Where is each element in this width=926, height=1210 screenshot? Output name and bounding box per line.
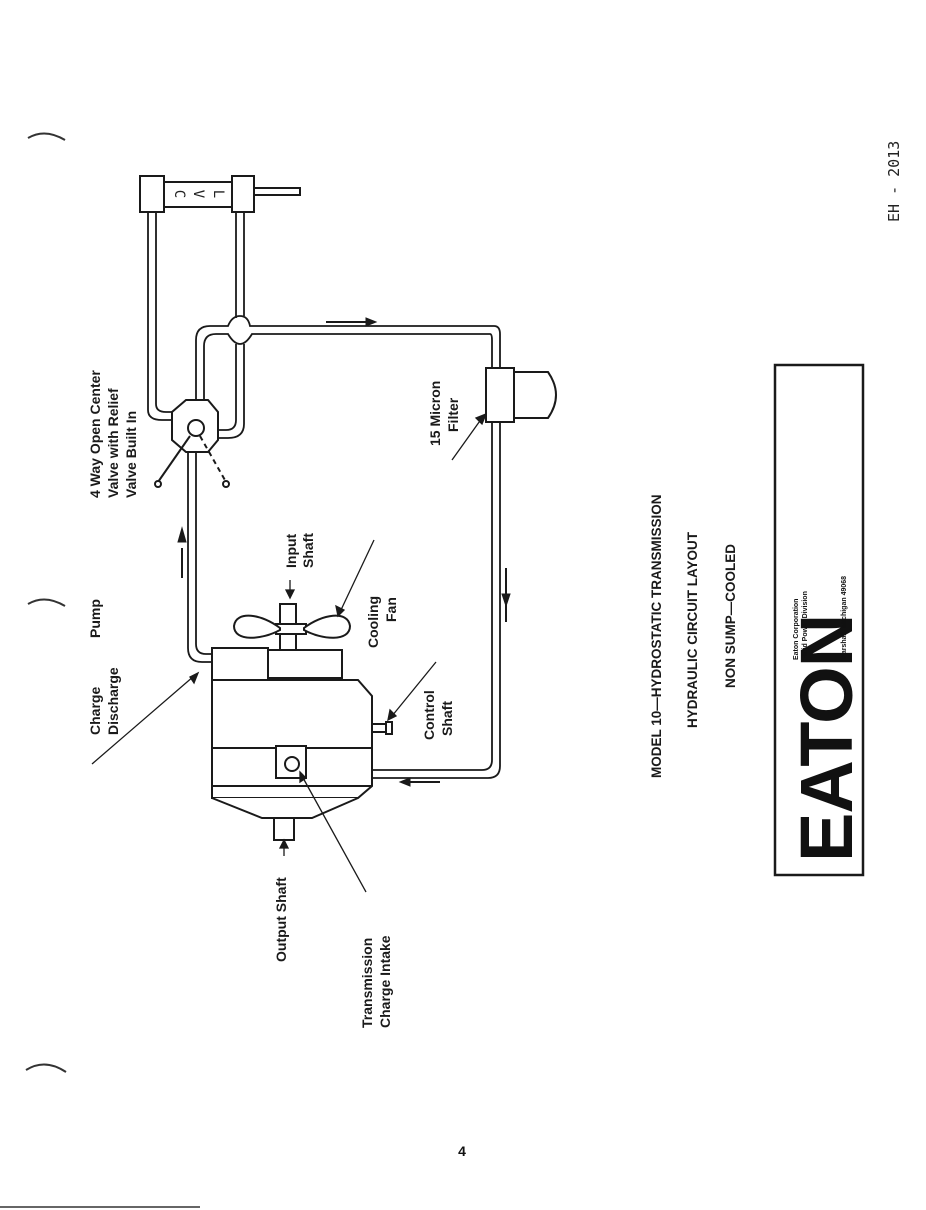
eaton-logo-block: EATON Eaton Corporation Fluid Power Divi… [773, 363, 868, 877]
label-control-shaft-2: Shaft [439, 701, 455, 736]
logo-address: Marshall, Michigan 49068 [841, 576, 848, 660]
title-line-3: NON SUMP—COOLED [723, 544, 738, 688]
four-way-valve [154, 399, 230, 488]
cylinder-letters: C V L [171, 190, 226, 199]
page-number: 4 [458, 1143, 466, 1159]
input-shaft-fan [232, 603, 352, 651]
component-labels: Charge Discharge Pump 4 Way Open Center … [87, 370, 461, 1028]
title-block: MODEL 10—HYDROSTATIC TRANSMISSION HYDRAU… [649, 494, 738, 778]
title-line-1: MODEL 10—HYDROSTATIC TRANSMISSION [649, 494, 664, 778]
label-control-shaft-1: Control [421, 690, 437, 740]
transmission-body [211, 647, 393, 841]
label-valve-2: Valve with Relief [105, 388, 121, 498]
label-input-shaft-1: Input [283, 533, 299, 568]
label-output-shaft: Output Shaft [273, 877, 289, 962]
label-filter-1: 15 Micron [427, 381, 443, 446]
cylinder-letter-l: L [210, 190, 226, 198]
label-cooling-fan-1: Cooling [365, 596, 381, 648]
label-charge-discharge-1: Charge [87, 687, 103, 735]
label-filter-2: Filter [445, 397, 461, 432]
cylinder-letter-v: V [190, 190, 206, 199]
label-pump: Pump [87, 599, 103, 638]
label-cooling-fan-2: Fan [383, 597, 399, 622]
micron-filter [485, 367, 557, 423]
leader-lines [91, 412, 488, 893]
label-transmission-intake-1: Transmission [359, 938, 375, 1028]
eaton-logo-wordmark: EATON [785, 615, 868, 862]
hydraulic-cylinder [139, 175, 301, 213]
cylinder-letter-c: C [171, 190, 187, 198]
label-valve-3: Valve Built In [123, 411, 139, 498]
label-charge-discharge-2: Discharge [105, 667, 121, 735]
hydraulic-lines [147, 212, 501, 779]
document-code: EH - 2013 [885, 141, 903, 222]
binder-hole-marks [25, 132, 67, 1073]
title-line-2: HYDRAULIC CIRCUIT LAYOUT [685, 531, 700, 728]
logo-division: Fluid Power Division [802, 591, 809, 660]
flow-arrows [177, 317, 511, 787]
label-input-shaft-2: Shaft [300, 533, 316, 568]
label-valve-1: 4 Way Open Center [87, 370, 103, 498]
label-transmission-intake-2: Charge Intake [377, 935, 393, 1028]
logo-company: Eaton Corporation [793, 599, 800, 660]
